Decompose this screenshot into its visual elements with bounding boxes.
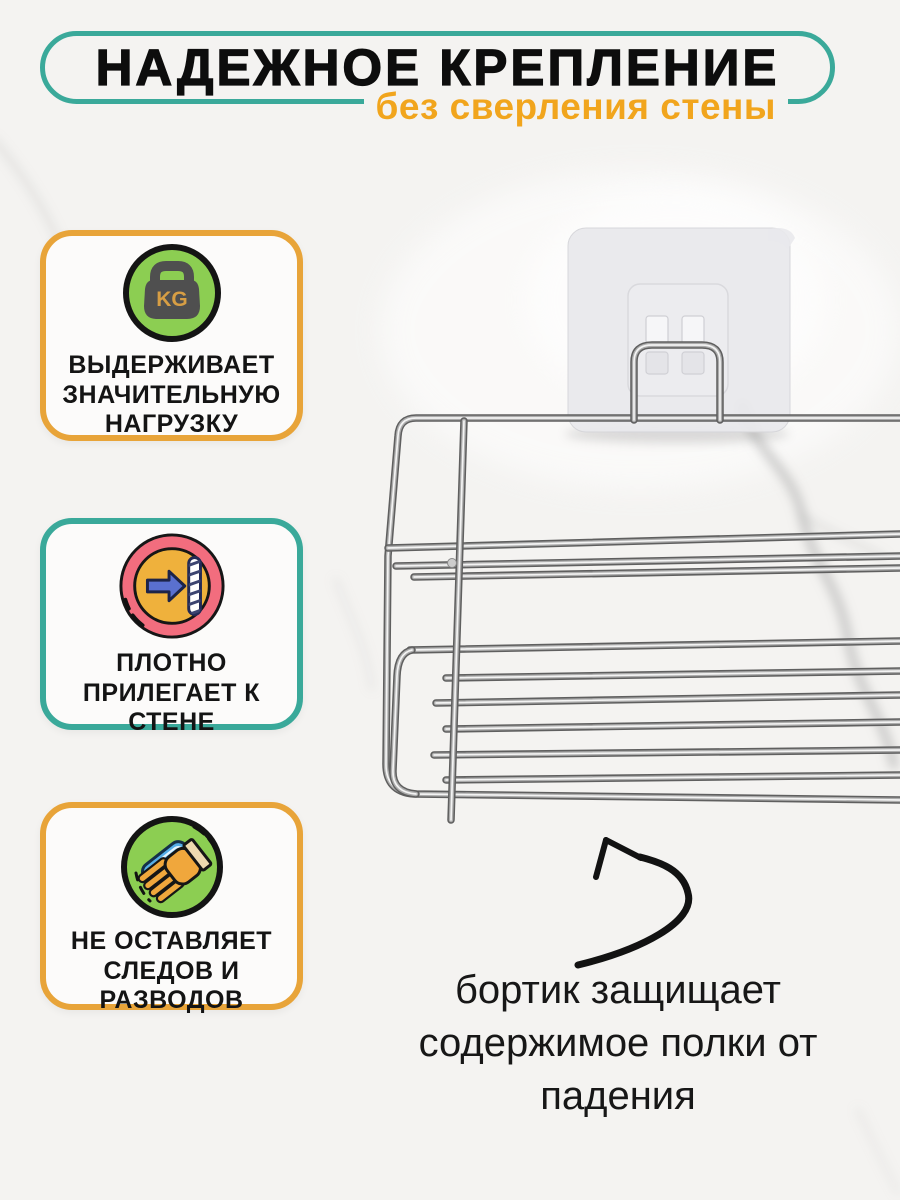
- chrome-wire-shelf: [386, 345, 900, 820]
- wiping-hand-icon: [120, 815, 224, 919]
- page-subtitle: без сверления стены: [363, 86, 788, 128]
- pad-peel-tab: [768, 228, 795, 249]
- feature-label: НЕ ОСТАВЛЯЕТ СЛЕДОВ И РАЗВОДОВ: [70, 927, 273, 1014]
- hand-drawn-arrow-icon: [574, 837, 693, 969]
- feature-label: ПЛОТНО ПРИЛЕГАЕТ К СТЕНЕ: [82, 649, 261, 736]
- feature-card-no-marks: НЕ ОСТАВЛЯЕТ СЛЕДОВ И РАЗВОДОВ: [40, 802, 303, 1014]
- callout-text: бортик защищает содержимое полки от паде…: [418, 968, 818, 1118]
- header-badge: НАДЕЖНОЕ КРЕПЛЕНИЕ без сверления стены: [40, 31, 835, 128]
- feature-card-load-capacity: KG ВЫДЕРЖИВАЕТ ЗНАЧИТЕЛЬНУЮ НАГРУЗКУ: [40, 230, 303, 441]
- feature-label: ВЫДЕРЖИВАЕТ ЗНАЧИТЕЛЬНУЮ НАГРУЗКУ: [62, 351, 281, 438]
- kg-label: KG: [156, 288, 188, 311]
- pad-hook-plate: [627, 283, 729, 397]
- adhesive-pad: [565, 227, 795, 443]
- arrow-to-wall-icon: [117, 531, 227, 641]
- feature-card-flush-to-wall: ПЛОТНО ПРИЛЕГАЕТ К СТЕНЕ: [40, 518, 303, 736]
- kettlebell-weight-icon: KG: [122, 243, 222, 343]
